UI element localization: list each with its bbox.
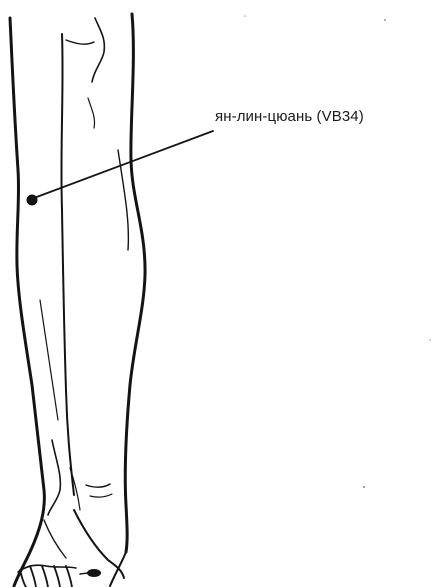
foot-dorsum xyxy=(44,520,66,558)
foot-right-edge xyxy=(110,552,126,586)
acupoint-vb34-marker xyxy=(27,195,38,206)
foot-top-contour xyxy=(74,510,124,578)
knee-detail-2 xyxy=(66,40,94,44)
ankle-bone-2 xyxy=(90,494,112,497)
toes xyxy=(18,565,76,587)
knee-detail-3 xyxy=(88,98,95,128)
calf-shading-2 xyxy=(40,300,58,420)
scan-specks xyxy=(244,15,431,488)
leg-outer-left-contour xyxy=(10,18,44,586)
acupoint-label: ян-лин-цюань (VB34) xyxy=(215,108,364,125)
leg-outer-right-contour xyxy=(125,14,145,552)
ankle-contour xyxy=(48,440,60,515)
tendon-line xyxy=(70,468,80,510)
knee-detail xyxy=(92,18,104,82)
ankle-bone xyxy=(86,484,110,487)
shin-line xyxy=(61,34,74,495)
